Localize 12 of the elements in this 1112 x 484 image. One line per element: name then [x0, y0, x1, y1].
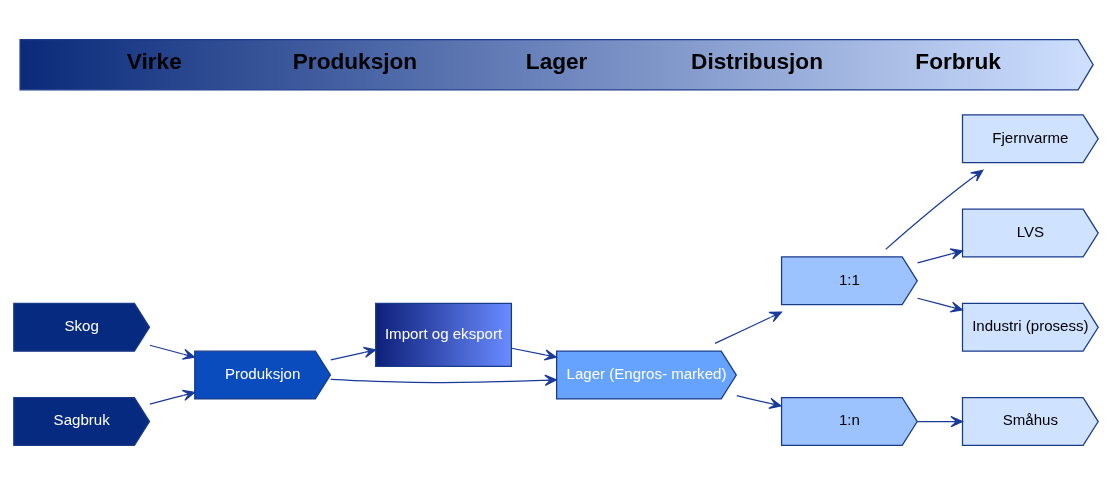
arrow: [149, 344, 196, 360]
arrow: [917, 247, 963, 264]
arrow: [714, 311, 782, 344]
arrow: [510, 347, 557, 361]
arrow: [149, 389, 196, 405]
arrow: [330, 346, 377, 361]
arrow: [736, 394, 782, 409]
arrow: [885, 169, 984, 250]
arrow: [917, 415, 963, 427]
arrow: [330, 374, 557, 386]
node-box: Import og eksport: [375, 302, 512, 367]
arrow: [917, 297, 963, 313]
